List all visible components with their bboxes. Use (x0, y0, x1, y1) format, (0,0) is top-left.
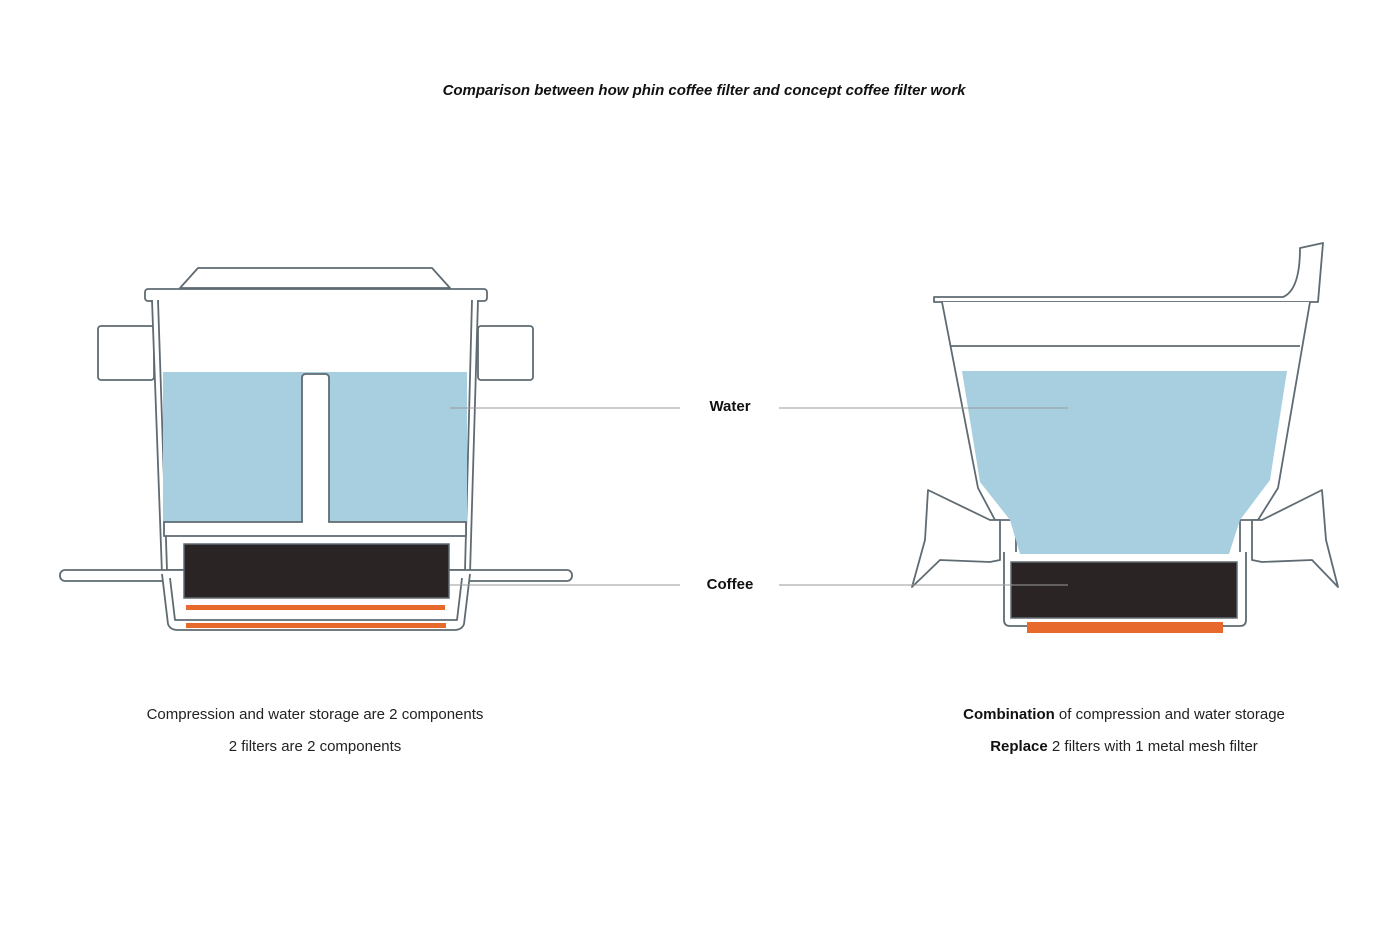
concept-caption-2-bold: Replace (990, 738, 1048, 755)
phin-filter-lower (186, 623, 446, 628)
phin-lid (179, 267, 451, 289)
concept-water (962, 371, 1287, 554)
concept-caption-2-rest: 2 filters with 1 metal mesh filter (1047, 738, 1258, 755)
concept-caption-2: Replace 2 filters with 1 metal mesh filt… (844, 738, 1400, 755)
phin-caption-2: 2 filters are 2 components (228, 738, 402, 755)
phin-handle-left (97, 325, 155, 381)
concept-rim (933, 242, 1324, 303)
phin-rim (144, 288, 488, 302)
concept-coffee (1010, 561, 1238, 619)
phin-filter-upper (186, 605, 445, 610)
concept-mesh-filter (1027, 622, 1223, 633)
phin-coffee (183, 543, 450, 599)
water-label: Water (709, 398, 751, 415)
phin-handle-right (477, 325, 534, 381)
phin-caption-1: Compression and water storage are 2 comp… (146, 706, 484, 723)
concept-caption-1-rest: of compression and water storage (1054, 706, 1285, 723)
coffee-label: Coffee (706, 576, 754, 593)
concept-caption-1-bold: Combination (963, 706, 1055, 723)
page-title: Comparison between how phin coffee filte… (442, 82, 966, 99)
phin-press-plate (163, 373, 467, 537)
concept-bracket-left (911, 489, 1001, 588)
concept-caption-1: Combination of compression and water sto… (844, 706, 1400, 723)
concept-bracket-right (1251, 489, 1339, 588)
leader-lines (450, 407, 1068, 586)
